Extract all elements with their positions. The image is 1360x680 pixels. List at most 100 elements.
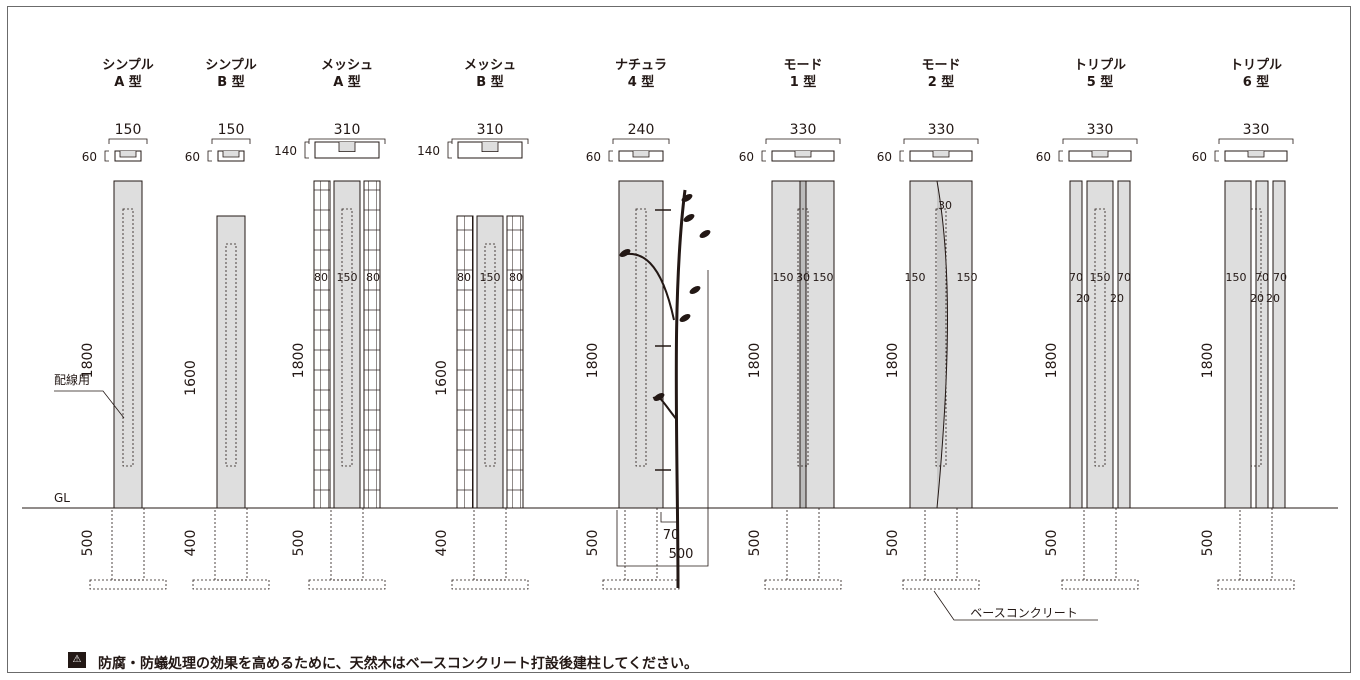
planting-dimension: 500	[669, 547, 694, 562]
base-concrete	[1061, 579, 1139, 590]
diagram-frame	[7, 6, 1351, 673]
width-dimension: 330	[1243, 122, 1270, 138]
post-body	[618, 180, 664, 509]
depth-bracket	[304, 141, 309, 159]
model-type: A 型	[333, 75, 361, 90]
base-concrete-leader	[933, 590, 1098, 621]
model-name: シンプル	[102, 58, 154, 73]
width-bracket	[108, 138, 148, 144]
post-segment	[1086, 180, 1114, 509]
depth-dimension: 140	[417, 144, 440, 158]
width-dimension: 240	[628, 122, 655, 138]
post-body	[333, 180, 361, 509]
wiring-label: 配線用	[54, 372, 90, 387]
height-dimension: 1800	[585, 343, 601, 379]
model-type: 2 型	[927, 75, 955, 90]
gap-dimension: 20	[1076, 292, 1090, 305]
leaf-icon	[681, 194, 693, 202]
embed-dimension: 400	[434, 530, 450, 557]
plan-channel	[1091, 151, 1109, 158]
model-type: 6 型	[1242, 75, 1270, 90]
mesh-panel-left	[313, 180, 331, 509]
split-dimension: 150	[957, 271, 978, 284]
mesh-panel-left	[456, 215, 474, 509]
depth-bracket	[447, 141, 452, 159]
plan-channel	[481, 142, 499, 152]
post-body	[113, 180, 143, 509]
plan-channel	[794, 151, 812, 158]
depth-dimension: 60	[877, 150, 892, 164]
base-concrete	[1217, 579, 1295, 590]
leaf-icon	[699, 230, 711, 238]
height-dimension: 1800	[291, 343, 307, 379]
gap-dimension: 20	[1266, 292, 1280, 305]
base-concrete	[451, 579, 529, 590]
plan-channel	[222, 151, 240, 158]
wiring-channel	[1094, 208, 1106, 467]
post-body	[476, 215, 504, 509]
model-name: トリプル	[1229, 58, 1282, 73]
split-dimension: 70	[1255, 271, 1269, 284]
base-concrete-label: ベースコンクリート	[970, 606, 1077, 620]
gl-label: GL	[54, 491, 70, 505]
plan-channel	[932, 151, 950, 158]
buried-part	[1239, 507, 1273, 581]
width-dimension: 310	[477, 122, 504, 138]
split-dimension: 150	[480, 271, 501, 284]
split-dimension: 80	[366, 271, 380, 284]
split-dimension: 150	[905, 271, 926, 284]
width-bracket	[308, 138, 386, 144]
base-concrete	[89, 579, 167, 590]
width-dimension: 150	[218, 122, 245, 138]
depth-bracket	[761, 150, 766, 162]
height-dimension: 1800	[1200, 343, 1216, 379]
wiring-channel	[935, 208, 947, 467]
width-bracket	[903, 138, 979, 144]
model-type: 1 型	[789, 75, 817, 90]
depth-bracket	[104, 150, 109, 162]
model-name: ナチュラ	[614, 58, 667, 73]
embed-dimension: 500	[585, 530, 601, 557]
width-dimension: 330	[1087, 122, 1114, 138]
post-segment	[1117, 180, 1131, 509]
embed-dimension: 500	[80, 530, 96, 557]
model-name: モード	[783, 58, 823, 73]
buried-part	[624, 507, 658, 581]
width-bracket	[612, 138, 670, 144]
width-dimension: 310	[334, 122, 361, 138]
width-bracket	[211, 138, 251, 144]
model-type: 4 型	[627, 75, 655, 90]
width-bracket	[765, 138, 841, 144]
buried-part	[1083, 507, 1117, 581]
mode-slit	[799, 180, 807, 509]
depth-dimension: 60	[739, 150, 754, 164]
gap-dimension: 20	[1110, 292, 1124, 305]
height-dimension: 1800	[1044, 343, 1060, 379]
wiring-channel	[122, 208, 134, 467]
buried-part	[924, 507, 958, 581]
model-type: 5 型	[1086, 75, 1114, 90]
split-dimension: 70	[1273, 271, 1287, 284]
warning-text: 防腐・防蟻処理の効果を高めるために、天然木はベースコンクリート打設後建柱してくだ…	[98, 656, 699, 672]
plan-channel	[1247, 151, 1265, 158]
split-dimension: 80	[314, 271, 328, 284]
mesh-panel-right	[506, 215, 524, 509]
base-concrete	[764, 579, 842, 590]
split-dimension: 30	[938, 199, 952, 212]
height-dimension: 1600	[434, 360, 450, 396]
split-dimension: 150	[337, 271, 358, 284]
base-concrete	[192, 579, 270, 590]
wiring-channel	[484, 243, 496, 467]
leaf-icon	[683, 214, 695, 222]
depth-bracket	[207, 150, 212, 162]
model-type: B 型	[476, 75, 504, 90]
depth-dimension: 60	[185, 150, 200, 164]
mode-curve	[936, 180, 948, 509]
wiring-channel	[635, 208, 647, 467]
split-dimension: 80	[457, 271, 471, 284]
gap-dimension: 20	[1250, 292, 1264, 305]
post-segment	[1224, 180, 1252, 509]
buried-part	[214, 507, 248, 581]
width-dimension: 330	[790, 122, 817, 138]
model-type: A 型	[114, 75, 142, 90]
